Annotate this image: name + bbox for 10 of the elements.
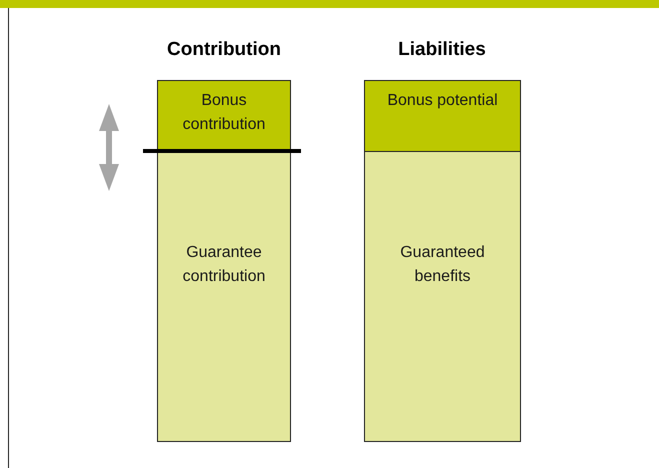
block-label: Guarantee contribution [182,243,266,287]
guarantee-block [364,151,521,442]
block-label: Guaranteed benefits [399,243,486,287]
column-heading: Contribution [166,39,282,61]
guarantee-block [157,151,291,442]
block-label: Bonus potential [386,91,499,111]
column-heading: Liabilities [397,39,487,61]
bonus-block [157,80,291,152]
bonus-block [364,80,521,152]
block-label: Bonus contribution [182,91,266,135]
